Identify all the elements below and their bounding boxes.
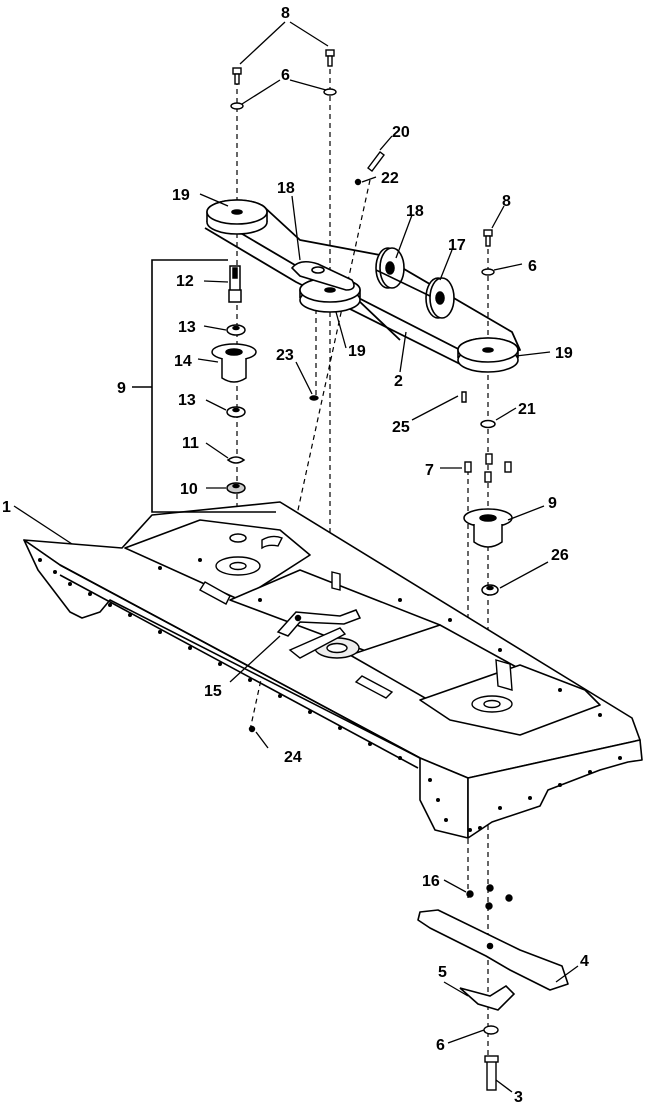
callout-20: 20 (392, 124, 410, 141)
idler-pulleys (290, 247, 455, 319)
deck-holes (38, 558, 622, 832)
callout-18-left: 18 (277, 180, 295, 197)
callout-9-right: 9 (548, 495, 557, 512)
fasteners (230, 49, 513, 1091)
callout-3: 3 (514, 1089, 523, 1106)
callout-1: 1 (2, 499, 11, 516)
callout-23: 23 (276, 347, 294, 364)
cutting-blade (417, 909, 569, 991)
callout-26: 26 (551, 547, 569, 564)
callout-2: 2 (394, 373, 403, 390)
leader-lines (13, 21, 579, 1093)
callout-24: 24 (284, 749, 302, 766)
spindle-assembly-right (463, 419, 513, 596)
callout-9-left: 9 (117, 380, 126, 397)
spindle-pulleys (206, 199, 519, 373)
callout-25: 25 (392, 419, 410, 436)
callout-5: 5 (438, 964, 447, 981)
callout-10: 10 (180, 481, 198, 498)
callout-15: 15 (204, 683, 222, 700)
callout-22: 22 (381, 170, 399, 187)
callout-8-top: 8 (281, 5, 290, 22)
callout-8-right: 8 (502, 193, 511, 210)
callout-6-right: 6 (528, 258, 537, 275)
callout-19-left: 19 (172, 187, 190, 204)
callout-7: 7 (425, 462, 434, 479)
callout-17: 17 (448, 237, 466, 254)
callout-6-bottom: 6 (436, 1037, 445, 1054)
callout-6-top: 6 (281, 67, 290, 84)
callout-13-lower: 13 (178, 392, 196, 409)
callout-21: 21 (518, 401, 536, 418)
callout-labels: 1 2 3 4 5 6 6 6 7 8 8 9 9 10 11 12 13 13… (2, 5, 589, 1106)
callout-12: 12 (176, 273, 194, 290)
callout-4: 4 (580, 953, 589, 970)
group-bracket (132, 259, 276, 513)
blade-adapter (459, 984, 516, 1011)
pivot-bracket (276, 609, 362, 637)
spindle-assembly-left (211, 265, 257, 543)
mower-deck (23, 501, 643, 839)
callout-11: 11 (182, 435, 199, 452)
callout-18-right: 18 (406, 203, 424, 220)
deck-spindle-mounts (199, 535, 513, 713)
callout-19-middle: 19 (348, 343, 366, 360)
callout-16: 16 (422, 873, 440, 890)
callout-13-upper: 13 (178, 319, 196, 336)
callout-19-right: 19 (555, 345, 573, 362)
callout-14: 14 (174, 353, 192, 370)
